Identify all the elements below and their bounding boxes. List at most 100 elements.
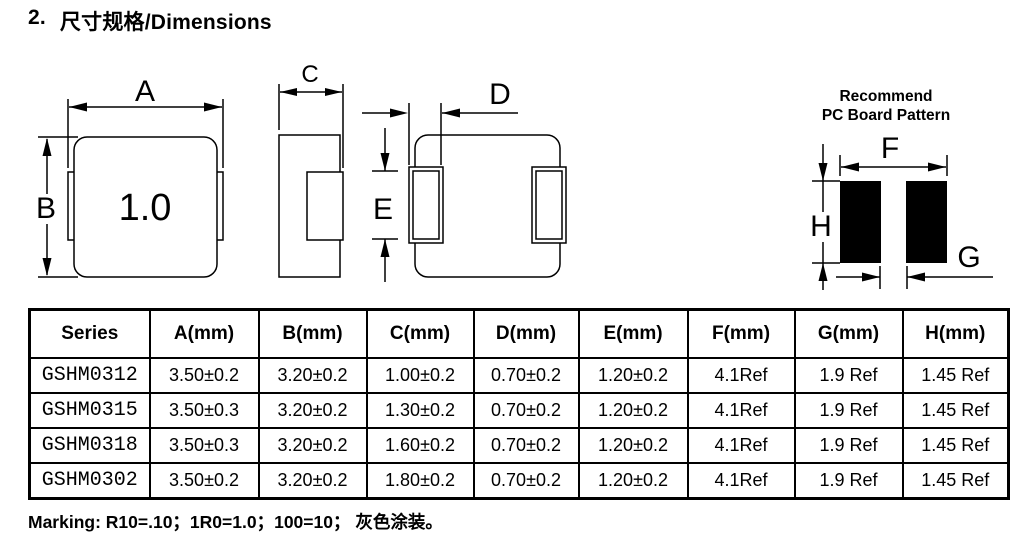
table-cell: 1.9 Ref [793, 427, 904, 464]
table-cell: 1.30±0.2 [365, 392, 475, 429]
table-cell: 4.1Ref [686, 357, 796, 394]
table-cell: 3.50±0.3 [148, 427, 260, 464]
table-cell: 1.45 Ref [901, 392, 1010, 429]
dim-label-e: E [373, 193, 393, 226]
table-header-cell: A(mm) [148, 308, 260, 359]
arrowhead [390, 108, 408, 118]
dim-label-d: D [489, 78, 511, 111]
dim-G: G [836, 241, 993, 289]
pcb-pattern: Recommend PC Board Pattern F H [810, 88, 993, 290]
table-cell: 0.70±0.2 [472, 427, 580, 464]
pcb-heading-line1: Recommend [839, 88, 932, 105]
table-header-cell: E(mm) [577, 308, 689, 359]
dim-label-b: B [36, 192, 56, 225]
table-header-cell: D(mm) [472, 308, 580, 359]
table-header-cell: C(mm) [365, 308, 475, 359]
table-cell: 3.20±0.2 [257, 427, 368, 464]
terminal-pad-right-inner [535, 170, 563, 240]
table-header-cell: Series [28, 308, 151, 359]
table-cell: 1.20±0.2 [577, 427, 689, 464]
table-cell: 0.70±0.2 [472, 462, 580, 500]
table-header-cell: F(mm) [686, 308, 796, 359]
table-cell: 1.45 Ref [901, 357, 1010, 394]
series-cell: GSHM0312 [28, 357, 151, 394]
table-cell: 3.50±0.2 [148, 357, 260, 394]
dim-H: H [810, 144, 840, 290]
series-cell: GSHM0315 [28, 392, 151, 429]
table-cell: 0.70±0.2 [472, 357, 580, 394]
table-cell: 1.20±0.2 [577, 462, 689, 500]
table-cell: 4.1Ref [686, 392, 796, 429]
table-cell: 1.20±0.2 [577, 357, 689, 394]
dim-D: D [362, 78, 518, 165]
table-cell: 1.45 Ref [901, 462, 1010, 500]
side-view: C [278, 61, 344, 278]
table-cell: 3.20±0.2 [257, 392, 368, 429]
section-title-text: 尺寸规格/Dimensions [59, 11, 272, 34]
dim-label-g: G [957, 241, 980, 274]
part-marking-text: 1.0 [119, 187, 172, 229]
bottom-view: D E [362, 78, 567, 282]
arrowhead [818, 163, 828, 181]
dimension-drawings: 1.0 A B [36, 61, 993, 290]
table-header-cell: B(mm) [257, 308, 368, 359]
arrowhead [862, 272, 880, 282]
table-cell: 1.9 Ref [793, 462, 904, 500]
table-header-cell: H(mm) [901, 308, 1010, 359]
table-header-cell: G(mm) [793, 308, 904, 359]
table-cell: 0.70±0.2 [472, 392, 580, 429]
dim-A: A [67, 75, 224, 168]
table-cell: 1.45 Ref [901, 427, 1010, 464]
arrowhead [928, 162, 946, 172]
table-cell: 1.9 Ref [793, 392, 904, 429]
terminal-side-view [306, 171, 344, 241]
table-cell: 3.20±0.2 [257, 462, 368, 500]
arrowhead [818, 263, 828, 281]
table-cell: 3.50±0.3 [148, 392, 260, 429]
table-row: GSHM0315 3.50±0.3 3.20±0.2 1.30±0.2 0.70… [28, 392, 1010, 429]
table-cell: 3.20±0.2 [257, 357, 368, 394]
arrowhead [69, 102, 87, 112]
table-header-row: Series A(mm) B(mm) C(mm) D(mm) E(mm) F(m… [28, 308, 1010, 359]
component-body-top-view [73, 136, 218, 278]
dim-label-f: F [881, 132, 899, 165]
table-cell: 1.20±0.2 [577, 392, 689, 429]
arrowhead [841, 162, 859, 172]
dim-E: E [372, 128, 398, 282]
table-row: GSHM0302 3.50±0.2 3.20±0.2 1.80±0.2 0.70… [28, 462, 1010, 500]
table-row: GSHM0312 3.50±0.2 3.20±0.2 1.00±0.2 0.70… [28, 357, 1010, 394]
dim-label-c: C [301, 61, 318, 88]
arrowhead [325, 88, 342, 96]
series-cell: GSHM0302 [28, 462, 151, 500]
arrowhead [907, 272, 925, 282]
arrowhead [204, 102, 222, 112]
terminal-pad-left-inner [412, 170, 440, 240]
dim-label-h: H [810, 210, 832, 243]
arrowhead [42, 258, 52, 276]
table-cell: 3.50±0.2 [148, 462, 260, 500]
table-cell: 1.80±0.2 [365, 462, 475, 500]
arrowhead [42, 138, 52, 156]
dimensions-table: Series A(mm) B(mm) C(mm) D(mm) E(mm) F(m… [28, 308, 1010, 500]
table-cell: 1.00±0.2 [365, 357, 475, 394]
section-number: 2. [28, 6, 46, 29]
pcb-pad-right [906, 181, 947, 263]
dim-C: C [278, 61, 344, 168]
pcb-heading-line2: PC Board Pattern [822, 107, 950, 124]
table-cell: 4.1Ref [686, 462, 796, 500]
pcb-pad-left [840, 181, 881, 263]
dim-label-a: A [135, 75, 155, 108]
arrowhead [380, 153, 390, 171]
series-cell: GSHM0318 [28, 427, 151, 464]
top-view: 1.0 A B [36, 75, 224, 278]
table-cell: 1.9 Ref [793, 357, 904, 394]
table-cell: 4.1Ref [686, 427, 796, 464]
table-cell: 1.60±0.2 [365, 427, 475, 464]
section-title: 2. 尺寸规格/Dimensions [28, 6, 272, 36]
dim-F: F [839, 132, 948, 176]
marking-note: Marking: R10=.10；1R0=1.0；100=10； 灰色涂装。 [28, 512, 443, 532]
dim-B: B [36, 136, 78, 278]
arrowhead [280, 88, 297, 96]
table-row: GSHM0318 3.50±0.3 3.20±0.2 1.60±0.2 0.70… [28, 427, 1010, 464]
